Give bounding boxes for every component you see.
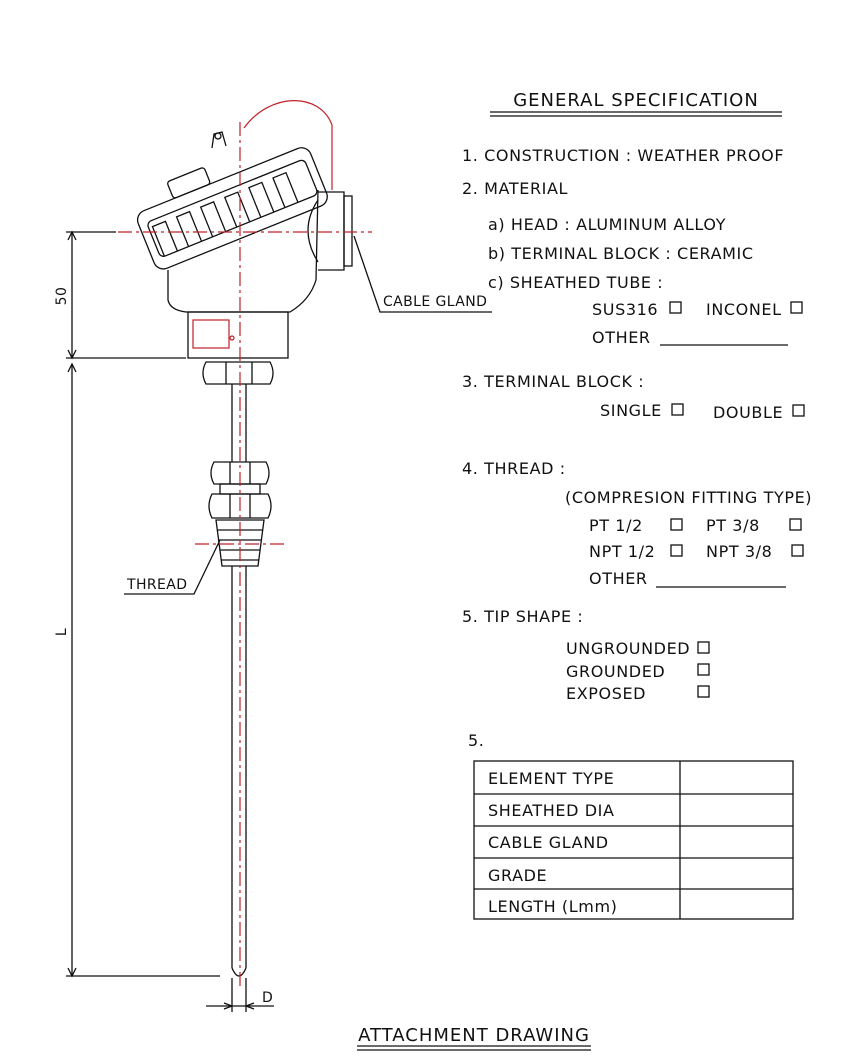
option-sus316-label: SUS316	[592, 300, 658, 319]
checkbox-single[interactable]	[671, 403, 684, 416]
spec-section-5: 5.	[468, 731, 484, 750]
option-npt12-label: NPT 1/2	[589, 542, 655, 561]
spec-sheathed-tube: c) SHEATHED TUBE :	[488, 273, 663, 292]
drawing-title: ATTACHMENT DRAWING	[358, 1025, 590, 1046]
nameplate	[192, 319, 230, 349]
checkbox-inconel[interactable]	[790, 301, 803, 314]
checkbox-exposed[interactable]	[697, 685, 710, 698]
cable-gland-boss	[318, 191, 345, 271]
option-pt38-label: PT 3/8	[706, 516, 760, 535]
checkbox-pt12[interactable]	[670, 518, 683, 531]
callout-cable-gland: CABLE GLAND	[383, 294, 487, 310]
option-exposed-label: EXPOSED	[566, 684, 646, 703]
spec-head: a) HEAD : ALUMINUM ALLOY	[488, 215, 726, 234]
checkbox-ungrounded[interactable]	[697, 641, 710, 654]
threaded-taper	[215, 519, 265, 567]
spec-table: ELEMENT TYPE SHEATHED DIA CABLE GLAND GR…	[473, 760, 794, 920]
leader-thread	[124, 539, 221, 595]
checkbox-grounded[interactable]	[697, 663, 710, 676]
table-row-label: ELEMENT TYPE	[488, 769, 614, 788]
dim-label-D: D	[262, 990, 273, 1006]
callout-thread: THREAD	[126, 577, 187, 593]
checkbox-npt38[interactable]	[791, 544, 804, 557]
spec-construction: 1. CONSTRUCTION : WEATHER PROOF	[462, 146, 784, 165]
spec-thread: 4. THREAD :	[462, 459, 566, 478]
head-lid	[136, 147, 328, 270]
cap-knob	[211, 131, 227, 149]
table-row-label: LENGTH (Lmm)	[488, 897, 617, 916]
spec-terminal-block: 3. TERMINAL BLOCK :	[462, 372, 644, 391]
head-neck	[187, 311, 289, 359]
option-other-label: OTHER	[592, 328, 651, 347]
checkbox-double[interactable]	[792, 404, 805, 417]
checkbox-sus316[interactable]	[669, 301, 682, 314]
dim-label-50: 50	[54, 287, 70, 306]
fitting-hex	[208, 493, 272, 519]
spec-material: 2. MATERIAL	[462, 179, 568, 198]
option-grounded-label: GROUNDED	[566, 662, 665, 681]
checkbox-pt38[interactable]	[789, 518, 802, 531]
dim-label-L: L	[54, 628, 70, 636]
hex-nut-top	[202, 361, 274, 385]
table-border	[473, 760, 794, 920]
cap-knob-dot	[214, 132, 222, 140]
option-pt12-label: PT 1/2	[589, 516, 643, 535]
leader-cable-gland	[353, 235, 492, 313]
option-other-thread-label: OTHER	[589, 569, 648, 588]
option-ungrounded-label: UNGROUNDED	[566, 639, 690, 658]
table-row-label: CABLE GLAND	[488, 833, 609, 852]
fitting-nut	[210, 461, 270, 485]
spec-heading: GENERAL SPECIFICATION	[513, 90, 759, 111]
gland-curve	[307, 199, 319, 263]
option-inconel-label: INCONEL	[706, 300, 782, 319]
table-row-label: GRADE	[488, 866, 547, 885]
cable-arc	[243, 100, 333, 190]
option-npt38-label: NPT 3/8	[706, 542, 772, 561]
cable-gland-nut	[343, 195, 353, 267]
spec-tip-shape: 5. TIP SHAPE :	[462, 607, 583, 626]
spec-terminal-block-material: b) TERMINAL BLOCK : CERAMIC	[488, 244, 754, 263]
thermocouple-drawing: 50 L D CABLE GLAND THREAD ATTACHMENT DRA…	[54, 100, 591, 1051]
specification: GENERAL SPECIFICATION 1. CONSTRUCTION : …	[462, 90, 812, 750]
head-body	[167, 189, 319, 313]
spec-compression: (COMPRESION FITTING TYPE)	[565, 488, 812, 507]
checkbox-npt12[interactable]	[670, 544, 683, 557]
option-double-label: DOUBLE	[713, 403, 783, 422]
option-single-label: SINGLE	[600, 401, 662, 420]
table-row-label: SHEATHED DIA	[488, 801, 615, 820]
